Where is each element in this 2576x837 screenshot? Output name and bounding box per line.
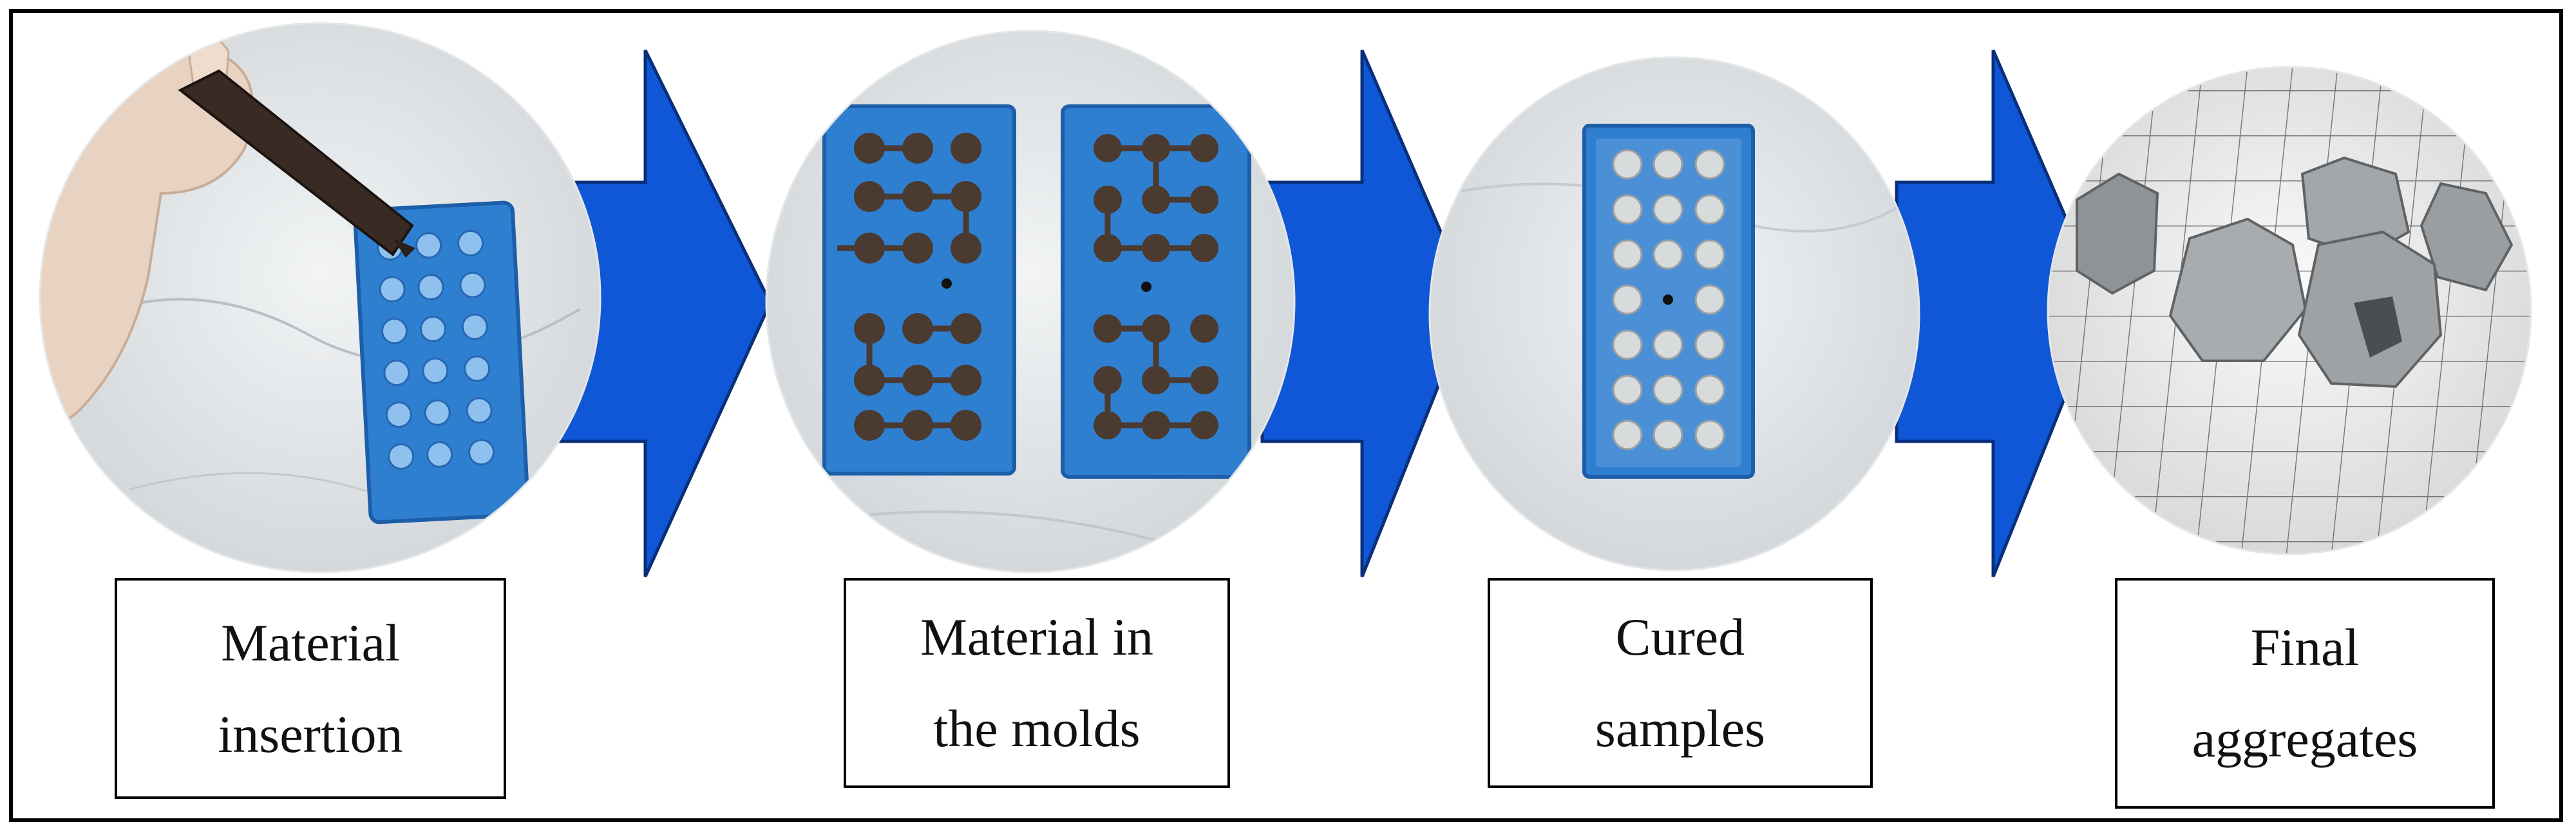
mold-plate bbox=[353, 200, 530, 524]
arrows bbox=[552, 49, 2105, 578]
photo-material-in-molds bbox=[765, 30, 1296, 573]
step-label-line1: Final bbox=[2250, 618, 2360, 677]
step-label-line1: Material in bbox=[920, 608, 1154, 666]
arrow-3 bbox=[1895, 50, 2105, 577]
step-label-line2: aggregates bbox=[2192, 709, 2418, 768]
mold-left bbox=[822, 104, 1016, 476]
step-label-cured-samples: Cured samples bbox=[1488, 578, 1873, 788]
photo-material-insertion bbox=[39, 22, 601, 573]
aggregate-pieces bbox=[2076, 156, 2514, 389]
arrow-2 bbox=[1260, 50, 1473, 577]
step-label-line1: Cured bbox=[1615, 608, 1745, 666]
figure-frame bbox=[9, 9, 2563, 822]
step-label-line2: insertion bbox=[218, 704, 403, 764]
photo-final-aggregates bbox=[2047, 66, 2532, 555]
step-label-material-in-molds: Material in the molds bbox=[844, 578, 1230, 788]
step-label-line2: the molds bbox=[933, 699, 1141, 758]
cured-mold bbox=[1582, 124, 1755, 479]
step-label-final-aggregates: Final aggregates bbox=[2115, 578, 2495, 809]
step-label-material-insertion: Material insertion bbox=[115, 578, 506, 799]
step-label-line1: Material bbox=[221, 613, 400, 672]
photo-cured-samples bbox=[1428, 56, 1920, 572]
syringe bbox=[178, 69, 415, 258]
step-label-line2: samples bbox=[1595, 699, 1766, 758]
mold-right bbox=[1061, 104, 1251, 479]
arrow-1 bbox=[552, 49, 772, 578]
